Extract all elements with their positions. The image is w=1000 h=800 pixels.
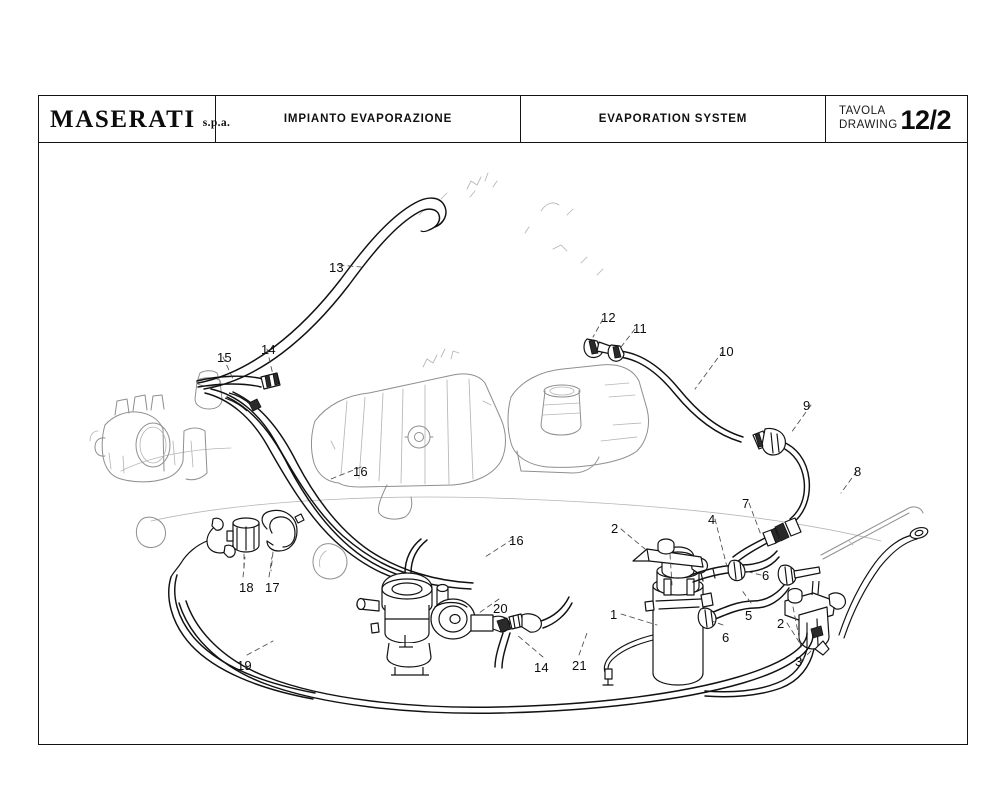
callout-number-2: 2 (777, 616, 785, 631)
drawing-label-english: DRAWING (839, 119, 898, 131)
callout-number-11: 11 (633, 321, 647, 336)
hose-19 (168, 574, 316, 700)
clamp-6-upper (727, 559, 746, 582)
connector-union-lower (762, 517, 802, 547)
drawing-frame: MASERATI s.p.a. IMPIANTO EVAPORAZIONE EV… (38, 95, 968, 745)
callout-number-3: 3 (795, 654, 803, 669)
callout-number-17: 17 (265, 580, 280, 595)
hose-14-right-branch (540, 596, 573, 629)
purge-valve-assembly (784, 580, 836, 656)
connector-14-left (224, 372, 281, 412)
hose-valve-out (704, 648, 815, 698)
hose-16-upper (204, 388, 414, 582)
callout-number-14: 14 (261, 342, 276, 357)
hose-16-lower (226, 391, 474, 590)
charcoal-canister (632, 538, 714, 686)
brand-name: MASERATI (50, 105, 196, 133)
callout-number-9: 9 (803, 398, 811, 413)
callout-number-7: 7 (742, 496, 750, 511)
title-english: EVAPORATION SYSTEM (598, 113, 748, 125)
callout-number-14: 14 (534, 660, 549, 675)
clamp-17 (261, 509, 305, 572)
brand-suffix: s.p.a. (202, 116, 231, 129)
exploded-parts-illustration: .h { fill:none; stroke:#111; stroke-widt… (89, 172, 929, 714)
drawing-label-italian: TAVOLA (839, 105, 886, 118)
callout-number-19: 19 (237, 658, 252, 673)
callout-number-16: 16 (509, 533, 524, 548)
fuel-pump (356, 538, 476, 676)
drawing-number: 12/2 (900, 105, 951, 135)
right-cable-8 (820, 506, 929, 639)
title-italian-cell: IMPIANTO EVAPORAZIONE (216, 96, 521, 142)
sender-wire-harness (170, 517, 236, 578)
connector-union-right (752, 427, 786, 456)
callout-number-13: 13 (329, 260, 344, 275)
valve-nipple (828, 592, 847, 610)
hose-21 (178, 600, 814, 714)
callout-number-4: 4 (708, 512, 716, 527)
hose-10 (618, 350, 744, 443)
callout-number-12: 12 (601, 310, 616, 325)
leader-lines (222, 264, 858, 662)
fuel-sender-18 (226, 517, 260, 572)
ghost-intake-manifold (89, 370, 223, 483)
callout-number-1: 1 (610, 607, 618, 622)
callout-number-10: 10 (719, 344, 734, 359)
canister-breather-line (602, 634, 654, 686)
hose-5 (710, 580, 790, 621)
callout-number-6: 6 (722, 630, 730, 645)
clamp-right (777, 564, 821, 586)
drawing-label-stack: TAVOLA DRAWING (839, 105, 898, 132)
callout-number-21: 21 (572, 658, 587, 673)
hose-9 (780, 440, 811, 524)
title-english-cell: EVAPORATION SYSTEM (521, 96, 826, 142)
ghost-engine-block (311, 348, 506, 520)
callout-number-16: 16 (353, 464, 368, 479)
hose-13 (197, 197, 447, 390)
callout-number-2: 2 (611, 521, 619, 536)
ghost-gasket-shapes (135, 516, 348, 580)
hose-7 (732, 536, 770, 563)
callout-number-15: 15 (217, 350, 232, 365)
callout-number-20: 20 (493, 601, 508, 616)
title-block: MASERATI s.p.a. IMPIANTO EVAPORAZIONE EV… (39, 96, 967, 143)
hose-15 (196, 375, 264, 388)
clamp-6-lower (697, 607, 717, 630)
ghost-engine-assembly (89, 172, 882, 580)
callout-number-18: 18 (239, 580, 254, 595)
callout-number-8: 8 (854, 464, 862, 479)
ghost-plenum (507, 364, 650, 474)
connector-11 (607, 344, 625, 362)
connector-14-right (494, 613, 542, 669)
callout-number-5: 5 (745, 608, 753, 623)
brand-cell: MASERATI s.p.a. (39, 96, 230, 142)
drawing-number-cell: TAVOLA DRAWING 12/2 (826, 96, 967, 142)
title-italian: IMPIANTO EVAPORAZIONE (283, 113, 453, 125)
callout-number-6: 6 (762, 568, 770, 583)
drawing-canvas: .h { fill:none; stroke:#111; stroke-widt… (39, 143, 967, 744)
ghost-top-details (418, 172, 604, 276)
